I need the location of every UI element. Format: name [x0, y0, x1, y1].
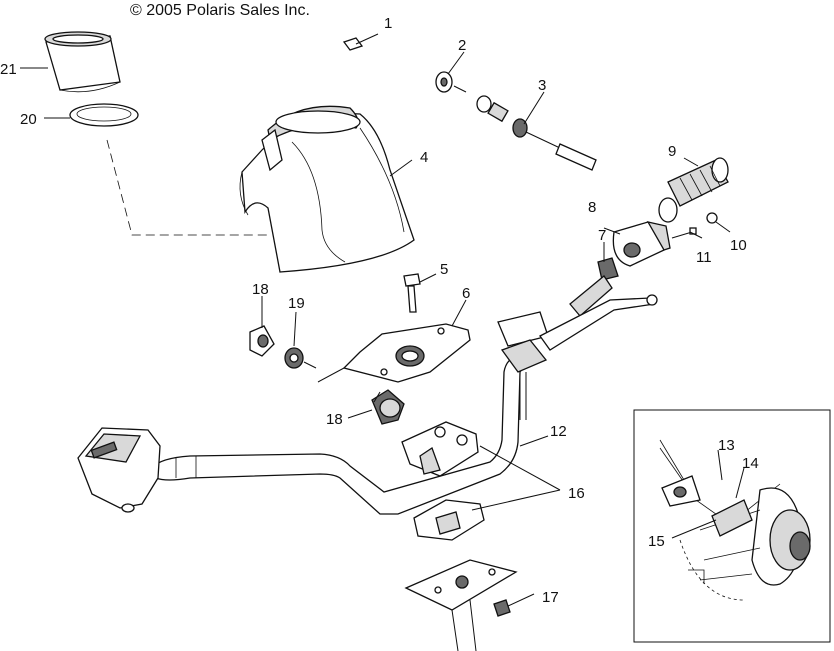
left-switch-housing — [77, 427, 161, 513]
part-3-switch — [476, 95, 597, 171]
callout-19: 19 — [288, 295, 305, 312]
part-19-nut — [284, 347, 317, 369]
callout-2: 2 — [458, 37, 466, 54]
part-9-grip — [658, 157, 729, 223]
copyright-text: © 2005 Polaris Sales Inc. — [130, 2, 310, 19]
callout-labels: 1 2 3 4 5 6 7 8 9 10 11 12 13 14 15 16 1… — [0, 15, 759, 606]
callout-11: 11 — [696, 249, 712, 266]
callout-17: 17 — [542, 589, 559, 606]
part-10-nut — [706, 212, 718, 224]
leader-lines — [20, 51, 745, 607]
part-2-washer — [435, 71, 467, 93]
callout-12: 12 — [550, 423, 567, 440]
part-18-switch-lower — [371, 389, 405, 425]
part-16-upper-clamp — [401, 421, 479, 477]
callout-4: 4 — [420, 149, 428, 166]
part-20-ring — [69, 103, 139, 127]
callout-6: 6 — [462, 285, 470, 302]
callout-1: 1 — [384, 15, 392, 32]
part-1-screw — [342, 33, 379, 51]
callout-16: 16 — [568, 485, 585, 502]
part-7-boot — [569, 257, 619, 317]
callout-21: 21 — [0, 61, 17, 78]
part-16-lower-clamp — [413, 499, 485, 541]
callout-5: 5 — [440, 261, 448, 278]
part-21-sleeve — [44, 31, 121, 93]
callout-14: 14 — [742, 455, 759, 472]
part-4-headlight-pod — [239, 105, 415, 273]
part-5-bolt — [403, 273, 421, 313]
brake-master-cylinder — [497, 294, 658, 420]
callout-18-lower: 18 — [326, 411, 343, 428]
part-8-throttle-housing — [612, 221, 671, 267]
part-6-plate — [317, 323, 471, 383]
callout-7: 7 — [598, 227, 606, 244]
callout-3: 3 — [538, 77, 546, 94]
inset-detail — [633, 409, 831, 643]
callout-20: 20 — [20, 111, 37, 128]
part-17-stem-plate — [404, 559, 518, 651]
part-18-bracket-top — [249, 325, 275, 357]
callout-13: 13 — [718, 437, 735, 454]
alignment-line — [106, 139, 270, 236]
callout-18-top: 18 — [252, 281, 269, 298]
callout-9: 9 — [668, 143, 676, 160]
callout-8: 8 — [588, 199, 596, 216]
callout-10: 10 — [730, 237, 747, 254]
callout-15: 15 — [648, 533, 665, 550]
